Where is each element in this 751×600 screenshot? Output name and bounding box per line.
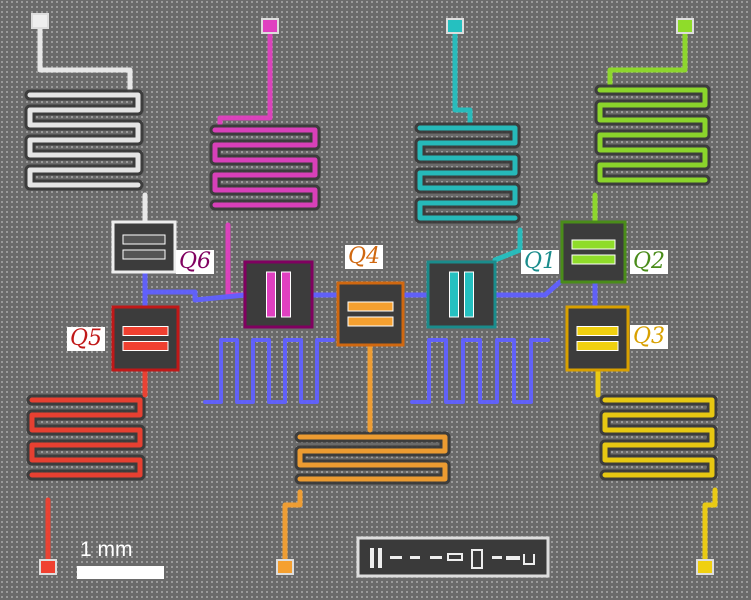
qubit-q4-pad-b xyxy=(347,316,394,327)
feedline-q1 xyxy=(452,29,473,128)
q6-text: Q6 xyxy=(179,249,212,274)
qubit-q4 xyxy=(336,281,405,347)
qubit-q4-pad-a xyxy=(347,301,394,312)
coupler-meander-left xyxy=(203,338,335,404)
qubit-label-q1: Q1 xyxy=(521,249,560,274)
link-q1 xyxy=(492,227,523,263)
feedline-q3 xyxy=(702,487,718,563)
qubit-label-q5: Q5 xyxy=(67,326,106,351)
q4-text: Q4 xyxy=(348,244,381,269)
coupler-meander-right xyxy=(410,338,550,404)
resonator-q3 xyxy=(602,397,715,478)
qubit-label-q2: Q2 xyxy=(630,249,669,274)
qubit-q5-pad-a xyxy=(122,326,169,336)
qubit-q5 xyxy=(111,305,180,372)
qubit-q3-pad-b xyxy=(576,341,619,351)
pad-q2 xyxy=(676,18,694,34)
qubit-q2 xyxy=(560,220,627,284)
qubit-uncolored xyxy=(111,220,177,274)
pad-q4 xyxy=(276,559,294,575)
coupler-bus-right xyxy=(492,279,563,298)
qubit-q1-pad-b xyxy=(464,271,474,318)
resonator-q1 xyxy=(417,125,518,221)
qubit-q3 xyxy=(565,305,630,372)
qubit-q6 xyxy=(243,260,314,329)
pad-q3 xyxy=(696,559,714,575)
q3-text: Q3 xyxy=(633,324,666,349)
q1-text: Q1 xyxy=(524,249,557,274)
qubit-q3-pad-a xyxy=(576,326,619,336)
feedline-q2 xyxy=(607,29,688,91)
qubit-q5-pad-b xyxy=(122,341,169,351)
qubit-q2-pad-b xyxy=(571,254,616,265)
qubit-label-q3: Q3 xyxy=(630,324,669,349)
coupler-bus-left xyxy=(142,289,248,303)
qubit-q1-pad-a xyxy=(449,271,459,318)
resonator-white xyxy=(27,92,141,188)
feedline-white xyxy=(37,25,133,93)
pad-q6 xyxy=(261,18,279,34)
qubit-q6-pad-b xyxy=(281,271,291,318)
pad-q5 xyxy=(39,559,57,575)
scale-bar-label: 1 mm xyxy=(80,538,133,561)
pad-white xyxy=(31,13,49,29)
resonator-q4 xyxy=(297,434,448,482)
qubit-label-q6: Q6 xyxy=(176,249,215,274)
qubit-q6-pad-a xyxy=(266,271,276,318)
qubit-q2-pad-a xyxy=(571,239,616,250)
feedline-q6 xyxy=(217,29,273,133)
q2-text: Q2 xyxy=(633,249,666,274)
resonator-q2 xyxy=(597,87,708,183)
qubit-uncolored-pad-a xyxy=(122,234,166,245)
feedline-q4 xyxy=(282,489,303,563)
qubit-label-q4: Q4 xyxy=(345,244,384,269)
pad-q1 xyxy=(446,18,464,34)
resonator-q6 xyxy=(212,127,318,208)
chip-label-box xyxy=(356,536,550,578)
resonator-q5 xyxy=(29,397,143,478)
qubit-uncolored-pad-b xyxy=(122,249,166,260)
scale-bar xyxy=(77,566,164,579)
qubit-q1 xyxy=(426,260,497,329)
q5-text: Q5 xyxy=(70,326,103,351)
